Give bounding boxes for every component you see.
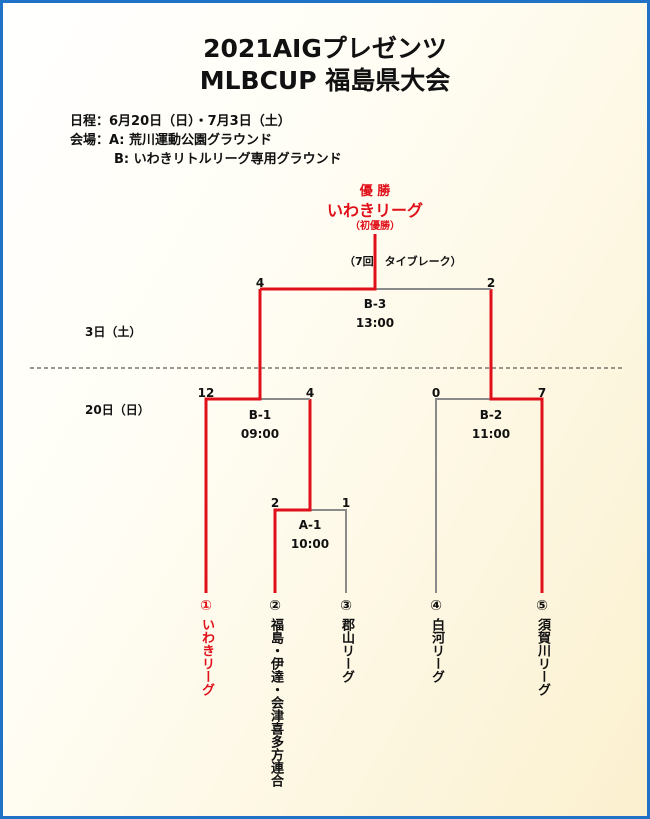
team-shirakawa: ④ 白河リーグ <box>427 597 445 683</box>
b2-loss-line <box>435 398 491 593</box>
b2-left-score: 0 <box>431 386 441 400</box>
team-sukagawa: ⑤ 須賀川リーグ <box>533 597 551 696</box>
b1-left-score: 12 <box>197 386 215 400</box>
team-name: 郡山リーグ <box>339 618 354 683</box>
venue-b-text: B: いわきリトルリーグ専用グラウンド <box>114 152 342 167</box>
a1-win-line <box>273 399 312 593</box>
winner-note: （初優勝） <box>350 221 400 232</box>
team-number: ② <box>269 598 281 614</box>
b2-code: B-2 <box>479 408 503 422</box>
a1-time: 10:00 <box>290 537 330 551</box>
a1-right-score: 1 <box>341 496 351 510</box>
b3-left-score: 4 <box>255 276 265 290</box>
team-fukushima-rengo: ② 福島・伊達・会津喜多方連合 <box>266 597 284 787</box>
a1-left-score: 2 <box>270 496 280 510</box>
b1-code: B-1 <box>248 408 272 422</box>
a1-loss-line <box>310 509 347 593</box>
b2-time: 11:00 <box>471 427 511 441</box>
b1-right-score: 4 <box>305 386 315 400</box>
b2-win-line <box>489 289 544 593</box>
team-iwaki: ① いわきリーグ <box>197 597 215 696</box>
team-number: ⑤ <box>536 598 548 614</box>
schedule-text: 日程：6月20日（日）・7月3日（土） <box>70 114 291 129</box>
b1-win-line <box>204 289 262 593</box>
team-name: 須賀川リーグ <box>535 618 550 696</box>
team-name: 福島・伊達・会津喜多方連合 <box>268 618 283 787</box>
bracket-lines <box>30 234 623 593</box>
title-line-1: 2021AIGプレゼンツ <box>203 34 447 63</box>
b2-right-score: 7 <box>537 386 547 400</box>
team-koriyama: ③ 郡山リーグ <box>337 597 355 683</box>
winner-team: いわきリーグ <box>326 201 424 220</box>
b3-time: 13:00 <box>355 316 395 330</box>
a1-code: A-1 <box>298 518 322 532</box>
b3-right-score: 2 <box>486 276 496 290</box>
final-note: （7回 タイブレーク） <box>344 255 462 268</box>
team-number: ① <box>200 598 212 614</box>
b1-time: 09:00 <box>240 427 280 441</box>
winner-heading: 優 勝 <box>359 184 391 199</box>
day-label-20: 20日（日） <box>85 403 150 417</box>
team-number: ④ <box>430 598 442 614</box>
team-name: 白河リーグ <box>429 618 444 683</box>
title-line-2: MLBCUP 福島県大会 <box>199 66 451 95</box>
venue-a-text: 会場：A: 荒川運動公園グラウンド <box>70 133 273 148</box>
day-label-3: 3日（土） <box>85 325 142 339</box>
b3-win-line <box>260 234 377 291</box>
team-number: ③ <box>340 598 352 614</box>
team-name: いわきリーグ <box>199 618 214 696</box>
b3-code: B-3 <box>363 297 387 311</box>
